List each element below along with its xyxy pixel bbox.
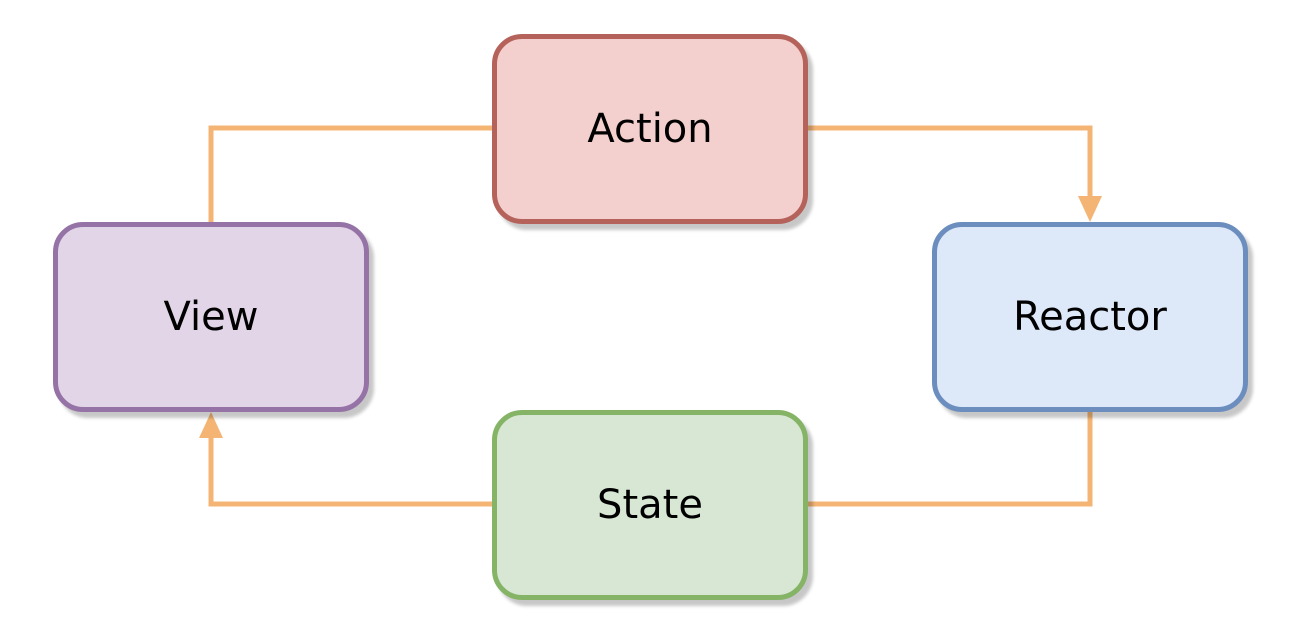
- edge-reactor-state: [808, 412, 1093, 507]
- edge-view-action: [208, 125, 492, 222]
- arrowhead-state-view: [199, 412, 223, 438]
- edge-action-reactor: [808, 125, 1093, 200]
- view-node: View: [53, 222, 369, 412]
- edge-state-view: [208, 436, 492, 507]
- view-label: View: [163, 294, 259, 340]
- arrowhead-action-reactor: [1078, 196, 1102, 222]
- state-label: State: [597, 482, 703, 528]
- action-label: Action: [587, 106, 713, 152]
- edges: [199, 125, 1102, 507]
- action-node: Action: [492, 34, 808, 224]
- state-node: State: [492, 410, 808, 600]
- reactor-label: Reactor: [1013, 294, 1167, 340]
- reactor-node: Reactor: [932, 222, 1248, 412]
